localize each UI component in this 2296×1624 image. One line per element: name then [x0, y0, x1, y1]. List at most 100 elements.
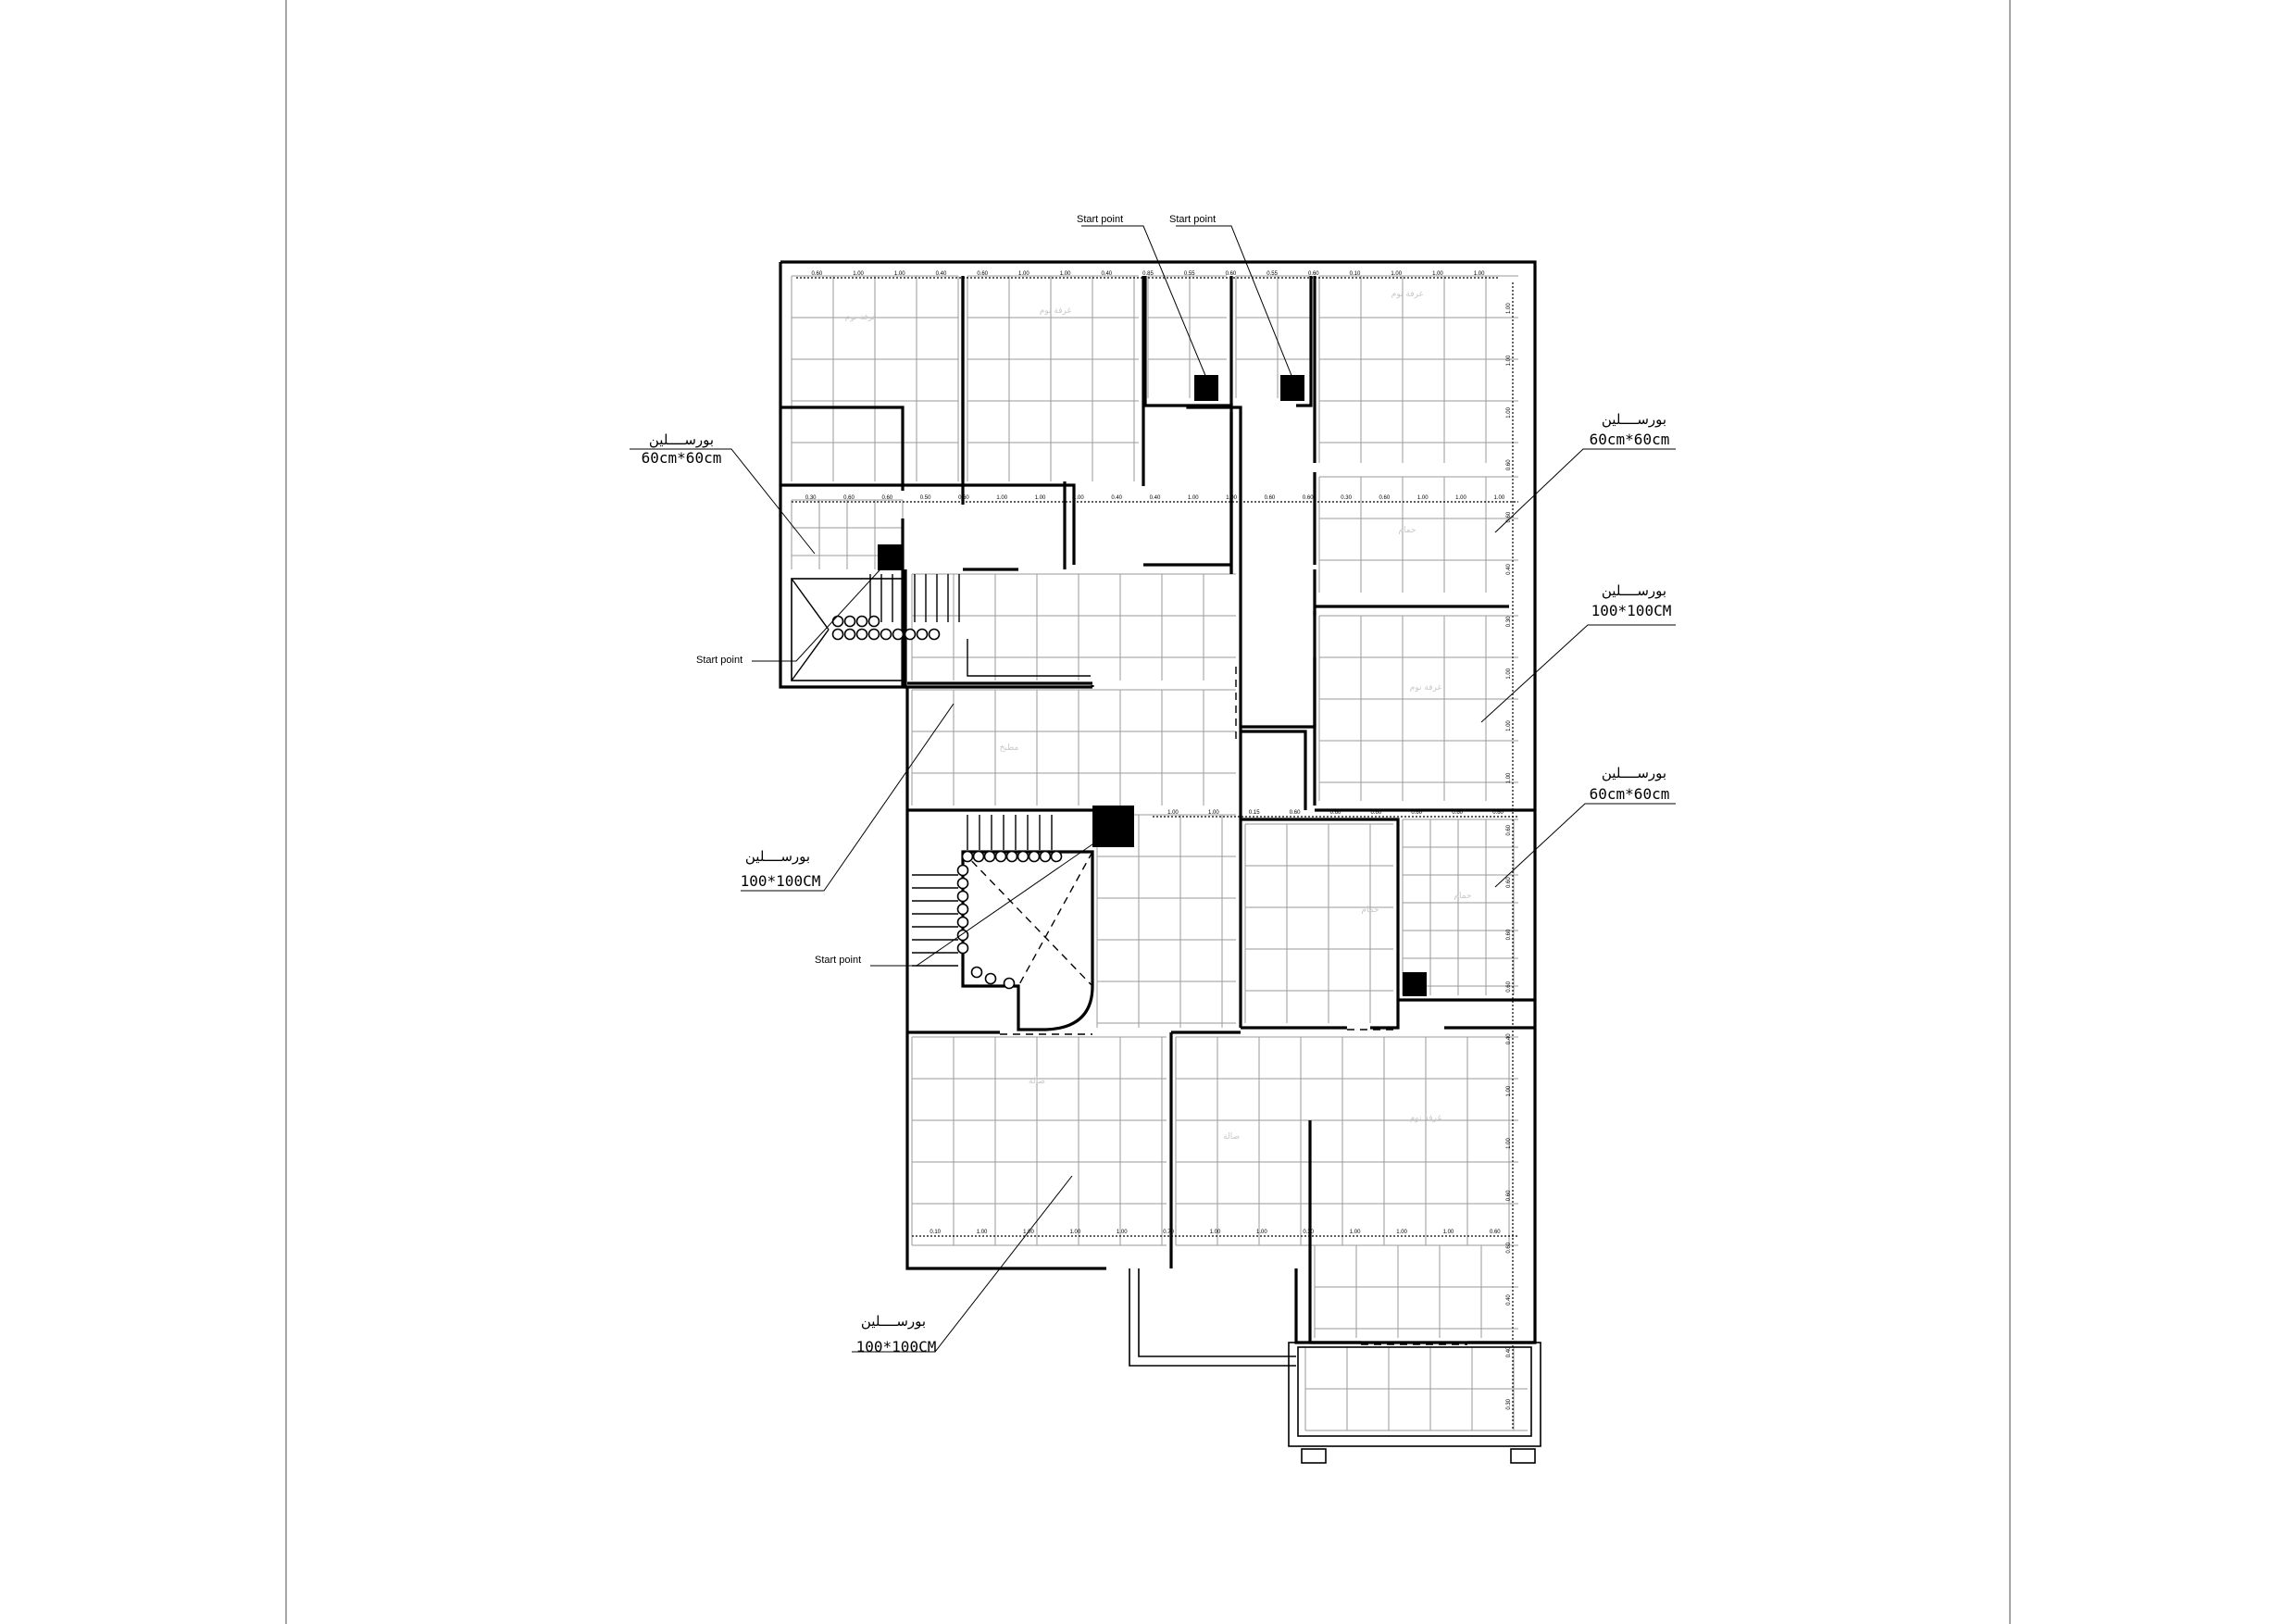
dimension-value: 0.60 — [1506, 877, 1512, 888]
dimension-value: 0.60 — [977, 271, 988, 277]
svg-text:غرفة نوم: غرفة نوم — [1391, 290, 1424, 299]
stair-nosing — [956, 864, 969, 877]
stair-edge — [967, 639, 1091, 677]
room-names: غرفة نوم غرفة نوم غرفة نوم حمام غرفة نوم… — [845, 290, 1472, 1142]
dimension-value: 0.60 — [1506, 1190, 1512, 1201]
dimension-value: 0.60 — [1506, 929, 1512, 940]
start-point-label-left: Start point — [696, 655, 742, 666]
dimension-value: 0.60 — [1303, 495, 1314, 501]
callout-arabic: بورســــلين — [861, 1313, 926, 1330]
svg-text:صالة: صالة — [1029, 1077, 1045, 1086]
staircase-upper — [791, 574, 1091, 681]
dimension-value: 1.00 — [894, 271, 905, 277]
svg-text:حمام: حمام — [1398, 526, 1416, 535]
svg-text:غرفة نوم: غرفة نوم — [1040, 306, 1072, 316]
dimension-value: 0.15 — [1249, 810, 1260, 816]
dimension-value: 0.30 — [805, 495, 817, 501]
callout-arabic: بورســــلين — [649, 431, 714, 448]
stair-nosing — [956, 890, 969, 903]
dimension-value: 1.00 — [1396, 1230, 1407, 1235]
exterior-walls — [779, 260, 1541, 1464]
dimension-value: 0.60 — [1452, 810, 1463, 816]
dimension-value: 1.00 — [1226, 495, 1237, 501]
start-point-label-stair: Start point — [815, 955, 861, 966]
dimension-value: 1.00 — [1455, 495, 1466, 501]
dimension-value: 0.70 — [1163, 1230, 1174, 1235]
dimension-value: 0.40 — [1111, 495, 1122, 501]
callout-leaders — [630, 225, 1676, 1353]
dimension-value: 0.30 — [1341, 495, 1352, 501]
dimension-value: 1.00 — [1023, 1230, 1034, 1235]
dimension-value: 0.30 — [1506, 1398, 1512, 1409]
dimension-value: 0.60 — [881, 495, 892, 501]
dimension-value: 0.40 — [1506, 1033, 1512, 1044]
stair-nosing — [956, 877, 969, 890]
stair-nosing — [1003, 977, 1016, 990]
dimension-value: 0.60 — [1308, 271, 1319, 277]
start-point-markers — [878, 375, 1427, 996]
dimension-value: 1.00 — [1117, 1230, 1128, 1235]
dimension-value: 0.60 — [1506, 459, 1512, 470]
dimension-strings: 0.60 1.00 1.00 0.40 0.60 1.00 1.00 0.40 0.85 0.55… — [792, 271, 1518, 1430]
stair-nosing — [984, 972, 997, 985]
callout-size: 60cm*60cm — [1590, 785, 1670, 803]
interior-walls — [780, 276, 1535, 1344]
svg-text:غرفة نوم: غرفة نوم — [1410, 683, 1442, 693]
stair-nosing — [843, 615, 856, 628]
dimension-value: 0.60 — [843, 495, 855, 501]
dimension-value: 1.00 — [1474, 271, 1485, 277]
dimension-value: 1.00 — [1208, 810, 1219, 816]
dimension-value: 1.00 — [1432, 271, 1443, 277]
dimension-value: 1.00 — [1506, 406, 1512, 418]
callout-arabic: بورســــلين — [1602, 411, 1666, 428]
dimension-value: 1.00 — [1350, 1230, 1361, 1235]
dimension-value: 0.60 — [812, 271, 823, 277]
stair-nosing — [855, 615, 868, 628]
dimension-value: 0.60 — [1226, 271, 1237, 277]
stair-nosing — [994, 850, 1007, 863]
dimension-value: 0.60 — [1411, 810, 1422, 816]
dimension-value: 0.60 — [1506, 511, 1512, 522]
dimension-value: 1.00 — [1506, 772, 1512, 783]
dimension-value: 0.10 — [1350, 271, 1361, 277]
dimension-value: 0.60 — [1506, 1242, 1512, 1253]
stair-nosing — [961, 850, 974, 863]
stair-nosing — [831, 615, 844, 628]
dimension-value: 0.55 — [1184, 271, 1195, 277]
callout-arabic: بورســــلين — [1602, 582, 1666, 599]
svg-text:صالة: صالة — [1223, 1132, 1240, 1142]
dimension-value: 0.30 — [1506, 616, 1512, 627]
stair-nosing — [972, 850, 985, 863]
dimension-value: 1.00 — [1417, 495, 1429, 501]
dimension-value: 1.00 — [1256, 1230, 1267, 1235]
tile-grid — [791, 275, 1528, 1431]
dimension-value: 0.40 — [1150, 495, 1161, 501]
stair-nosing — [843, 628, 856, 641]
svg-text:حمام: حمام — [1454, 892, 1471, 901]
stair-nosing — [956, 929, 969, 942]
dimension-value: 0.60 — [1506, 824, 1512, 835]
stair-nosing — [1039, 850, 1052, 863]
svg-text:غرفة نوم: غرفة نوم — [1410, 1114, 1442, 1123]
opening-lines — [1000, 667, 1467, 1345]
dimension-value: 0.10 — [930, 1230, 941, 1235]
dimension-value: 0.40 — [1506, 1346, 1512, 1357]
dimension-value: 0.55 — [1267, 271, 1278, 277]
dimension-value: 1.00 — [1391, 271, 1402, 277]
stair-nosing — [970, 966, 983, 979]
dimension-value: 1.00 — [977, 1230, 988, 1235]
callout-size: 100*100CM — [741, 872, 821, 890]
stair-nosing — [867, 615, 880, 628]
dimension-value: 1.00 — [1210, 1230, 1221, 1235]
dimension-value: 1.00 — [853, 271, 864, 277]
dimension-value: 0.30 — [1303, 1230, 1314, 1235]
dimension-value: 1.00 — [1070, 1230, 1081, 1235]
dimension-value: 1.00 — [1443, 1230, 1454, 1235]
dimension-value: 0.60 — [1379, 495, 1391, 501]
callout-right-100: بورســــلين 100*100CM — [1591, 582, 1672, 619]
dimension-value: 0.85 — [1142, 271, 1154, 277]
dimension-value: 0.60 — [1265, 495, 1276, 501]
dimension-value: 0.60 — [1492, 810, 1504, 816]
